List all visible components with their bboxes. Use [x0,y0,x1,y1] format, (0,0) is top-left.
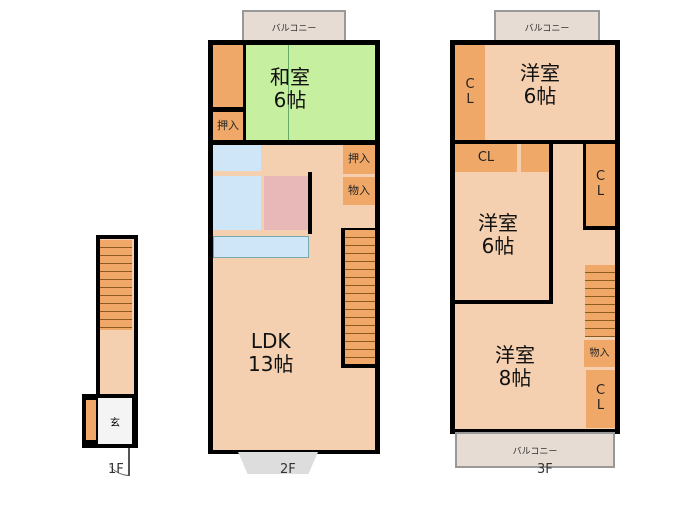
room-3f-2-label: 洋室 6帖 [478,211,518,258]
wall-3f-a [453,140,617,144]
wet-wall [308,172,312,234]
room-3f-1-label: 洋室 6帖 [520,61,560,108]
ldk-label: LDK 13帖 [248,329,294,376]
closet-3f-2: CL [455,144,517,172]
washitsu-label: 和室 6帖 [270,65,310,112]
washroom [264,176,308,230]
bay-window [238,452,318,474]
stairs-2f [345,230,375,364]
floor-label-2f: 2F [280,462,296,477]
wall-3f-b [549,144,553,304]
toilet [213,145,261,171]
balcony-3f-bottom: バルコニー [455,432,615,468]
closet-3f-1: C L [455,45,485,140]
bathroom [213,176,261,230]
closet-3f-small [521,144,549,172]
balcony-2f: バルコニー [242,10,346,44]
balcony-3f-top: バルコニー [494,10,600,44]
floor-label-1f: 1F [108,462,124,477]
oshiire-2f-right: 押入 [343,145,375,174]
monoire-3f: 物入 [584,340,615,367]
washitsu [246,45,375,140]
wall-3f-c [453,300,553,304]
shoe-closet [86,400,96,440]
stairs-1f [100,240,132,330]
closet-2f-top [213,45,243,107]
room-3f-3-label: 洋室 8帖 [495,343,535,390]
oshiire-2f-left: 押入 [213,112,243,140]
kitchen-counter [213,236,309,258]
stairs-3f [585,265,615,337]
closet-3f-4: C L [586,370,615,428]
closet-3f-3: C L [586,144,615,226]
floor-label-3f: 3F [537,462,553,477]
monoire-2f: 物入 [343,177,375,205]
entrance: 玄 [98,398,132,444]
